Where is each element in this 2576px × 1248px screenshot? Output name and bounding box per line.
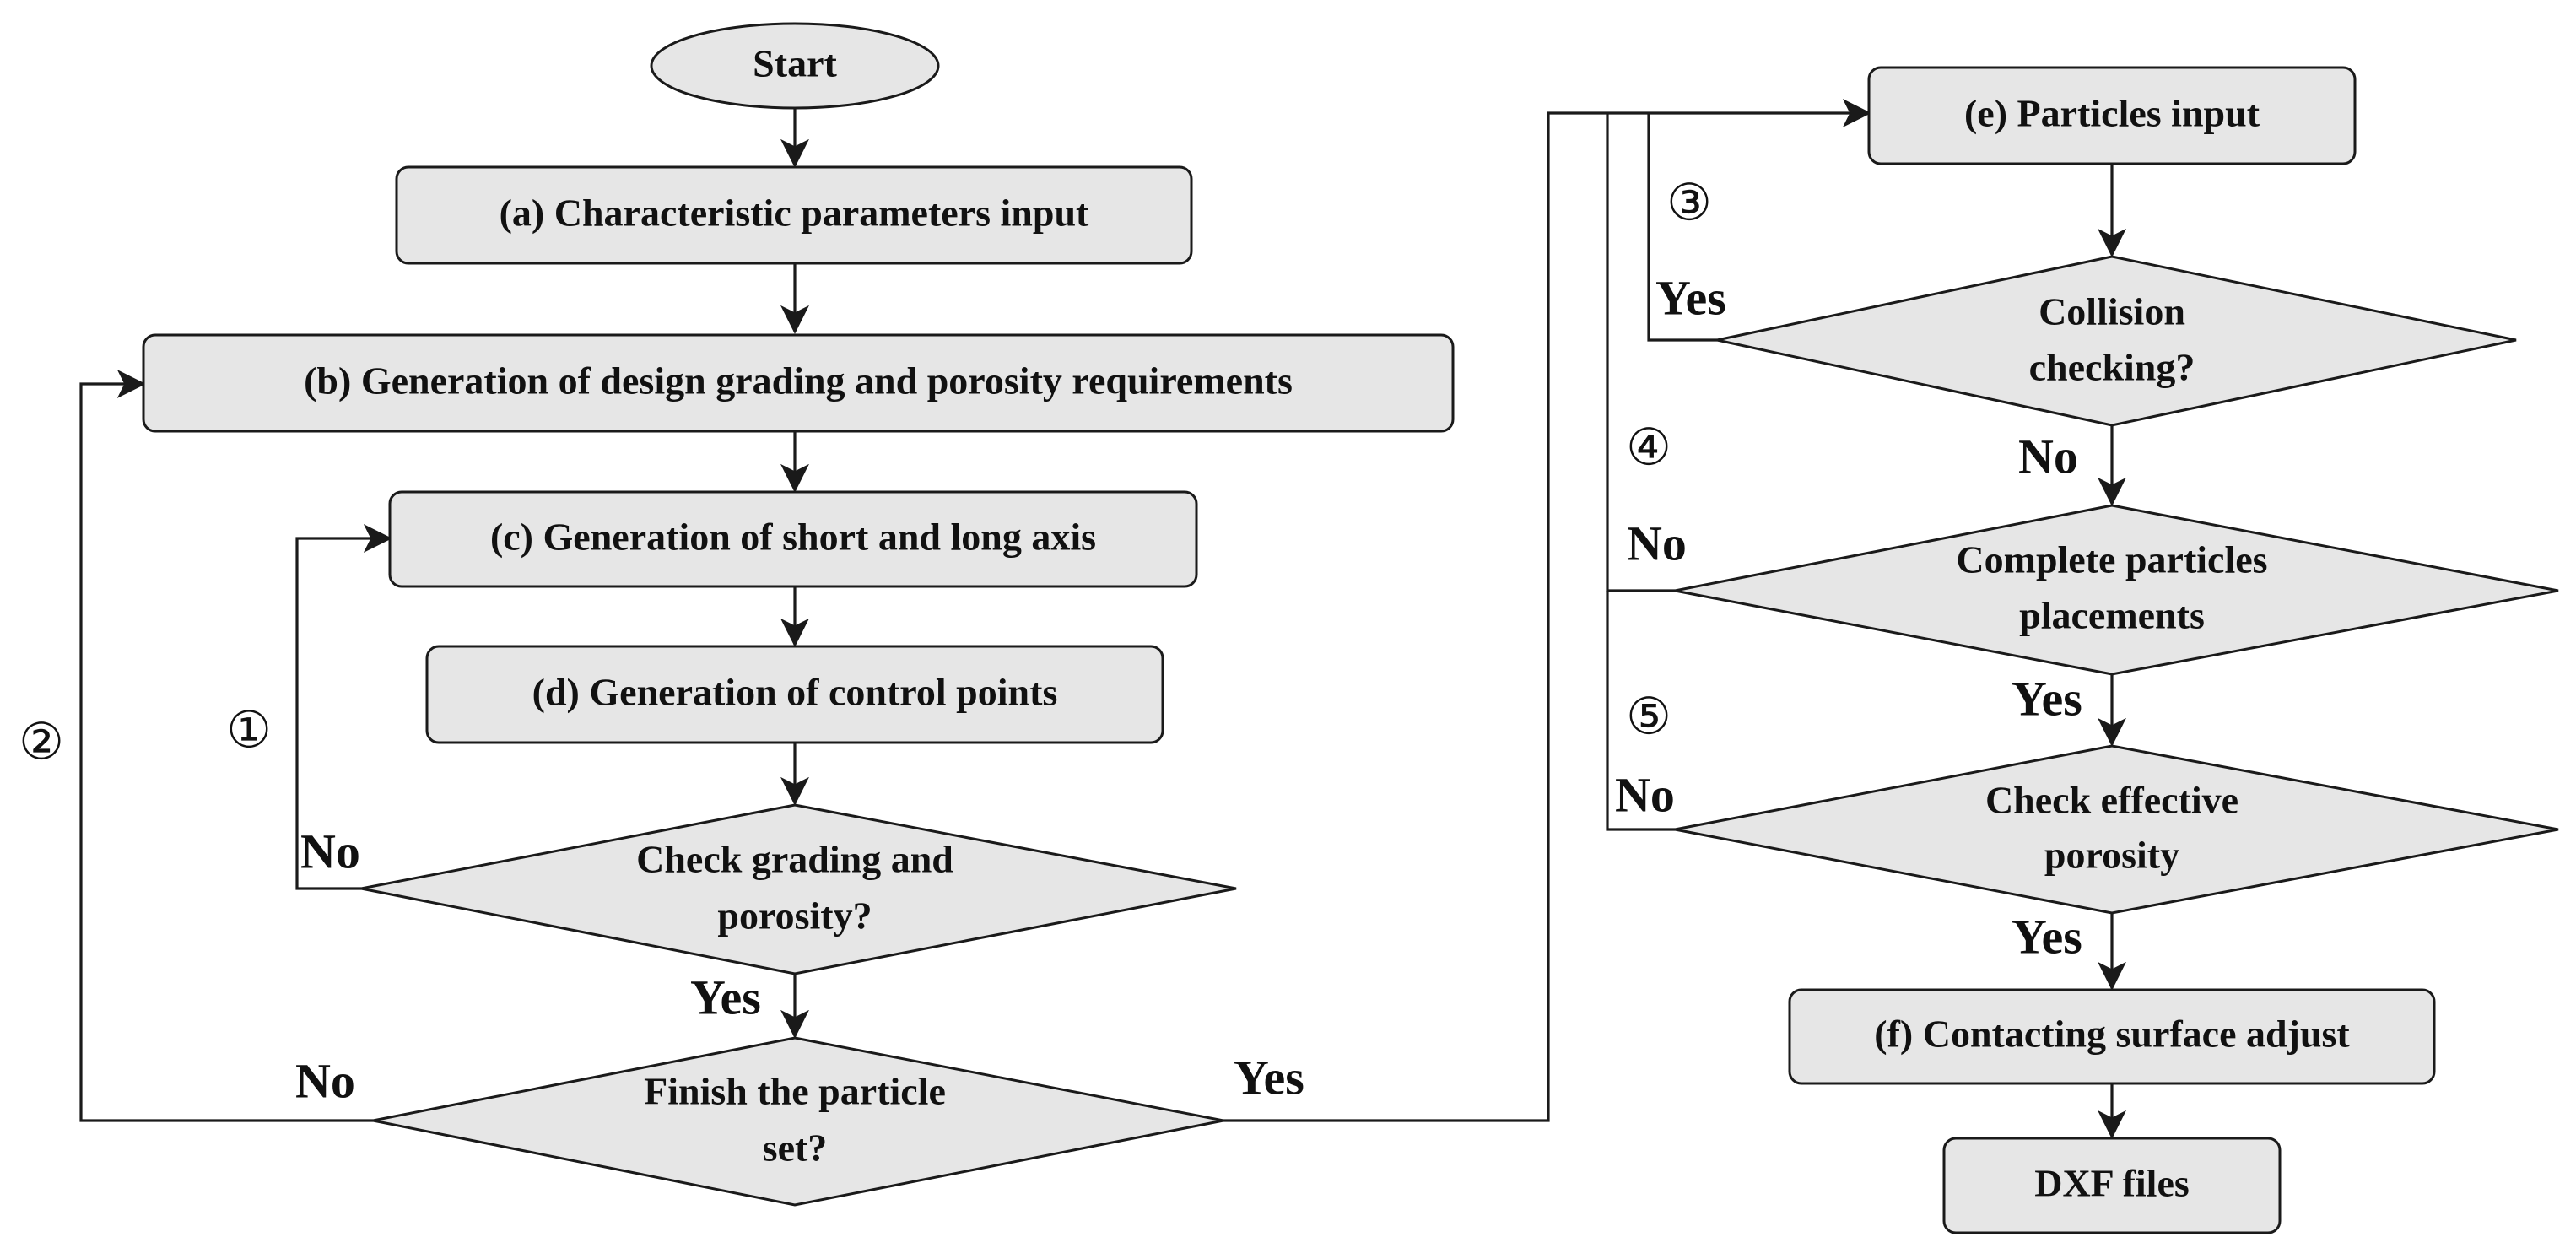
loop-marker-2: ② [19, 713, 64, 772]
node-start-label: Start [753, 42, 837, 85]
edge-label-finish-yes: Yes [1234, 1050, 1304, 1105]
node-d: (d) Generation of control points [425, 645, 1164, 744]
node-e: (e) Particles input [1867, 66, 2357, 165]
edge-label-check-grading-no: No [300, 824, 360, 878]
node-effective-label-1: Check effective [1985, 779, 2238, 822]
node-effective: Check effective porosity [1674, 744, 2559, 915]
node-collision-label-2: checking? [2029, 346, 2195, 389]
node-complete: Complete particles placements [1674, 504, 2559, 676]
node-complete-label-1: Complete particles [1956, 538, 2267, 581]
edge-label-collision-yes: Yes [1655, 270, 1726, 325]
node-collision: Collision checking? [1716, 255, 2517, 427]
node-check-grading: Check grading and porosity? [360, 803, 1237, 975]
node-c-label: (c) Generation of short and long axis [490, 516, 1096, 559]
node-b-label: (b) Generation of design grading and por… [304, 359, 1293, 402]
loop-marker-1: ① [226, 701, 272, 760]
edge-loop5 [1606, 591, 1675, 831]
node-f: (f) Contacting surface adjust [1788, 988, 2436, 1085]
edge-label-complete-no: No [1627, 516, 1687, 570]
edge-labels: No Yes No Yes Yes No No Yes No Yes [295, 270, 2082, 1108]
node-b: (b) Generation of design grading and por… [142, 333, 1455, 433]
node-finish-label-1: Finish the particle [644, 1070, 946, 1113]
node-complete-label-2: placements [2019, 594, 2205, 637]
node-finish-label-2: set? [763, 1126, 828, 1170]
node-check-grading-label-2: porosity? [717, 894, 872, 937]
node-a-label: (a) Characteristic parameters input [500, 192, 1089, 235]
node-d-label: (d) Generation of control points [532, 671, 1058, 714]
edge-loop2 [79, 370, 373, 1122]
node-start: Start [650, 22, 940, 110]
node-check-grading-label-1: Check grading and [636, 838, 953, 881]
edge-loop1 [295, 524, 392, 890]
edge-finish-to-e [1223, 99, 1871, 1122]
node-f-label: (f) Contacting surface adjust [1874, 1013, 2350, 1056]
node-e-label: (e) Particles input [1964, 92, 2260, 135]
edge-label-finish-no: No [295, 1053, 355, 1108]
edge-label-check-grading-yes: Yes [690, 970, 761, 1024]
node-finish: Finish the particle set? [372, 1036, 1224, 1207]
edge-label-effective-no: No [1615, 767, 1675, 822]
loop-marker-3: ③ [1666, 174, 1712, 233]
node-c: (c) Generation of short and long axis [388, 490, 1198, 588]
node-a: (a) Characteristic parameters input [395, 165, 1193, 265]
node-effective-label-2: porosity [2044, 834, 2179, 877]
edge-loop3 [1647, 113, 1717, 342]
edge-label-collision-no: No [2018, 429, 2078, 484]
edge-label-complete-yes: Yes [2012, 671, 2082, 726]
node-dxf: DXF files [1942, 1137, 2282, 1234]
node-collision-label-1: Collision [2039, 290, 2185, 333]
edge-label-effective-yes: Yes [2012, 909, 2082, 964]
edges [79, 99, 2126, 1139]
loop-markers: ① ② ③ ④ ⑤ [19, 174, 1712, 772]
loop-marker-5: ⑤ [1626, 688, 1671, 747]
loop-marker-4: ④ [1626, 419, 1671, 478]
node-dxf-label: DXF files [2034, 1162, 2190, 1205]
